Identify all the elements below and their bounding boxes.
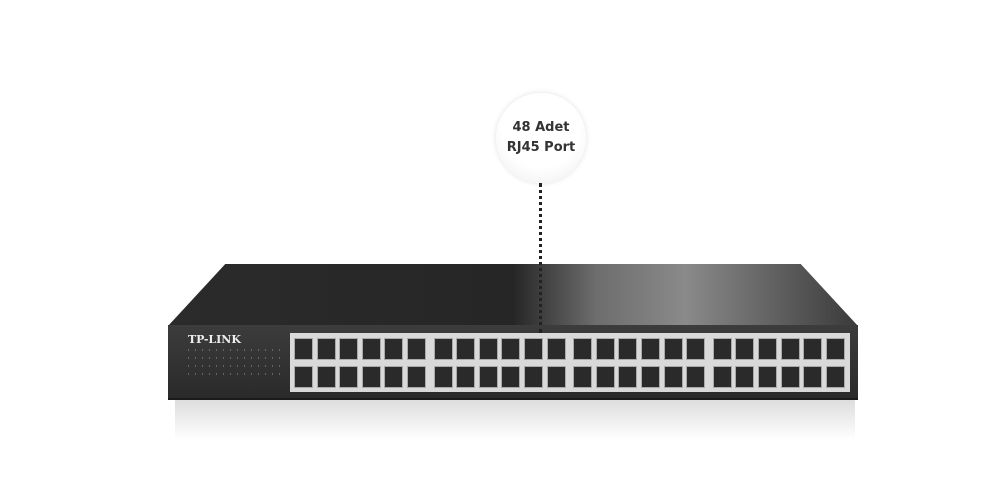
switch-reflection <box>175 400 855 440</box>
switch-front-panel: TP-LINK <box>168 325 858 400</box>
rj45-port <box>524 366 543 388</box>
rj45-port <box>339 338 359 360</box>
callout-line2: RJ45 Port <box>506 140 576 155</box>
rj45-port <box>407 366 426 388</box>
rj45-port <box>316 366 336 388</box>
rj45-port <box>573 338 593 360</box>
rj45-port <box>618 338 638 360</box>
rj45-port <box>361 366 381 388</box>
rj45-port <box>663 366 683 388</box>
rj45-port <box>641 366 660 388</box>
brand-logo: TP-LINK <box>188 333 241 346</box>
status-leds <box>188 349 283 379</box>
rj45-port <box>641 338 660 360</box>
callout-line1: 48 Adet <box>512 120 570 135</box>
rj45-port <box>546 338 566 360</box>
rj45-port <box>686 366 706 388</box>
rj45-port <box>712 366 732 388</box>
rj45-port <box>825 366 845 388</box>
rj45-port <box>735 366 755 388</box>
rj45-port <box>595 338 615 360</box>
rj45-port <box>686 338 706 360</box>
rj45-port <box>546 366 566 388</box>
port-callout-badge: 48 Adet RJ45 Port <box>496 93 586 183</box>
rj45-port <box>780 338 800 360</box>
rj45-port <box>294 366 313 388</box>
rj45-port <box>595 366 615 388</box>
rj45-port <box>663 338 683 360</box>
rj45-port <box>735 338 755 360</box>
rj45-port <box>384 338 404 360</box>
callout-dotted-line <box>539 183 542 333</box>
rj45-port <box>712 338 732 360</box>
rj45-port <box>407 338 426 360</box>
rj45-port <box>618 366 638 388</box>
rj45-port <box>456 338 476 360</box>
rj45-port-array <box>290 333 850 392</box>
rj45-port <box>803 338 823 360</box>
rj45-port <box>433 366 453 388</box>
rj45-port <box>780 366 800 388</box>
rj45-port <box>478 366 498 388</box>
rj45-port <box>825 338 845 360</box>
rj45-port <box>361 338 381 360</box>
rj45-port <box>501 338 521 360</box>
rj45-port <box>758 338 777 360</box>
rj45-port <box>573 366 593 388</box>
rj45-port <box>456 366 476 388</box>
rj45-port <box>758 366 777 388</box>
rj45-port <box>478 338 498 360</box>
switch-top-cover <box>168 264 858 326</box>
rj45-port <box>803 366 823 388</box>
rj45-port <box>524 338 543 360</box>
rj45-port <box>294 338 313 360</box>
rj45-port <box>339 366 359 388</box>
rj45-port <box>384 366 404 388</box>
rj45-port <box>433 338 453 360</box>
rj45-port <box>501 366 521 388</box>
rj45-port <box>316 338 336 360</box>
